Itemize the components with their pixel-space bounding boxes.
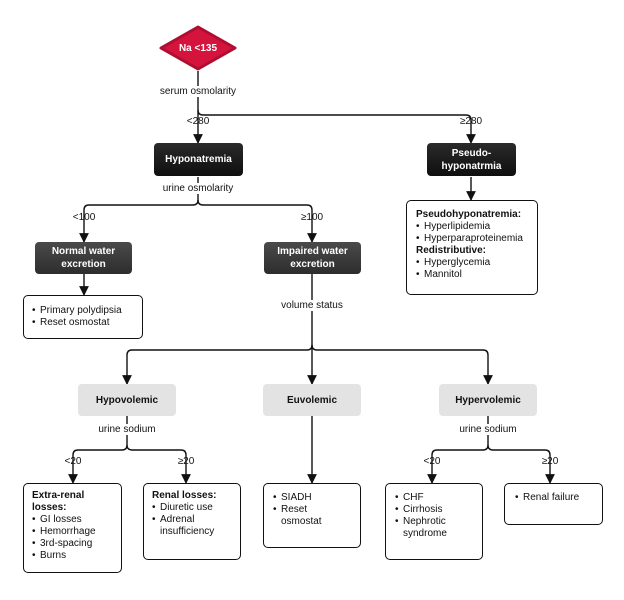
edge-label-lt20-hyper: <20: [423, 456, 441, 467]
list-item: Hyperlipidemia: [416, 221, 528, 233]
decision-diamond-shape: [159, 25, 237, 71]
list-item: Cirrhosis: [395, 504, 473, 516]
box-hypervolemic-low-na: CHF Cirrhosis Nephrotic syndrome: [385, 483, 483, 560]
edge-label-ge20-hypo: ≥20: [177, 456, 195, 467]
list-item: Reset osmostat: [273, 504, 351, 528]
list-item: Nephrotic syndrome: [395, 516, 473, 540]
edge-label-ge100: ≥100: [300, 212, 324, 223]
list-item: CHF: [395, 492, 473, 504]
node-pseudo-label-line1: Pseudo-: [451, 147, 492, 159]
node-pseudo-label-line2: hyponatrmia: [441, 160, 502, 172]
node-hypovolemic: Hypovolemic: [78, 384, 176, 416]
list-item: Reset osmostat: [32, 317, 134, 329]
edge-label-urine-sodium-hyper: urine sodium: [457, 424, 519, 435]
list-item-line: insufficiency: [160, 526, 215, 537]
node-hypovolemic-label: Hypovolemic: [95, 394, 159, 406]
edge-label-volume-status: volume status: [279, 300, 345, 311]
list-item-line: syndrome: [403, 528, 447, 539]
euvolemic-list: SIADH Reset osmostat: [273, 492, 351, 528]
extra-renal-heading-line2: losses:: [32, 502, 67, 513]
pseudo-list: Hyperlipidemia Hyperparaproteinemia: [416, 221, 528, 245]
box-extra-renal-losses: Extra-renal losses: GI losses Hemorrhage…: [23, 483, 122, 573]
edge-label-serum-osmolarity: serum osmolarity: [157, 86, 239, 97]
box-renal-losses: Renal losses: Diuretic use Adrenal insuf…: [143, 483, 241, 560]
edge-label-urine-osmolarity: urine osmolarity: [160, 183, 236, 194]
extra-renal-heading-line1: Extra-renal: [32, 490, 85, 501]
edge-label-lt100: <100: [72, 212, 96, 223]
list-item: 3rd-spacing: [32, 538, 113, 550]
list-item: Diuretic use: [152, 502, 232, 514]
node-hypervolemic-label: Hypervolemic: [455, 394, 521, 406]
hyper-high-list: Renal failure: [515, 492, 592, 504]
node-normal-water-line2: excretion: [61, 259, 106, 270]
node-hypervolemic: Hypervolemic: [439, 384, 537, 416]
pseudo-heading: Pseudohyponatremia:: [416, 209, 522, 220]
edge-label-ge280: ≥280: [459, 116, 483, 127]
list-item: GI losses: [32, 514, 113, 526]
list-item-line: osmostat: [281, 516, 322, 527]
node-hyponatremia-label: Hyponatremia: [165, 154, 232, 165]
node-impaired-water-line2: excretion: [290, 259, 335, 270]
normal-causes-list: Primary polydipsia Reset osmostat: [32, 305, 134, 329]
edge-label-urine-sodium-hypo: urine sodium: [96, 424, 158, 435]
list-item: Mannitol: [416, 269, 528, 281]
start-label: Na <135: [178, 42, 218, 54]
list-item-line: Nephrotic: [403, 516, 446, 527]
edge-label-lt20-hypo: <20: [64, 456, 82, 467]
redistributive-list: Hyperglycemia Mannitol: [416, 257, 528, 281]
edge-label-lt280: <280: [186, 116, 210, 127]
start-decision-diamond: Na <135: [157, 25, 239, 71]
list-item: Hyperparaproteinemia: [416, 233, 528, 245]
node-impaired-water-excretion: Impaired water excretion: [264, 242, 361, 274]
box-normal-water-causes: Primary polydipsia Reset osmostat: [23, 295, 143, 339]
list-item: Adrenal insufficiency: [152, 514, 232, 538]
extra-renal-list: GI losses Hemorrhage 3rd-spacing Burns: [32, 514, 113, 562]
renal-losses-heading: Renal losses:: [152, 490, 217, 501]
renal-losses-list: Diuretic use Adrenal insufficiency: [152, 502, 232, 538]
node-impaired-water-line1: Impaired water: [277, 246, 348, 257]
list-item: Renal failure: [515, 492, 592, 504]
redistributive-heading: Redistributive:: [416, 245, 487, 256]
node-normal-water-line1: Normal water: [51, 246, 116, 257]
list-item-line: Adrenal: [160, 514, 195, 525]
edge-label-ge20-hyper: ≥20: [541, 456, 559, 467]
node-hyponatremia: Hyponatremia: [154, 143, 243, 176]
list-item: Burns: [32, 550, 113, 562]
list-item: Hyperglycemia: [416, 257, 528, 269]
hyper-low-list: CHF Cirrhosis Nephrotic syndrome: [395, 492, 473, 540]
node-pseudo-hyponatremia: Pseudo- hyponatrmia: [427, 143, 516, 176]
node-euvolemic-label: Euvolemic: [286, 394, 338, 406]
list-item: SIADH: [273, 492, 351, 504]
list-item: Hemorrhage: [32, 526, 113, 538]
box-euvolemic-causes: SIADH Reset osmostat: [263, 483, 361, 548]
box-pseudo-causes: Pseudohyponatremia: Hyperlipidemia Hyper…: [406, 200, 538, 295]
list-item-line: Reset: [281, 504, 308, 515]
list-item: Primary polydipsia: [32, 305, 134, 317]
node-normal-water-excretion: Normal water excretion: [35, 242, 132, 274]
node-euvolemic: Euvolemic: [263, 384, 361, 416]
box-hypervolemic-high-na: Renal failure: [504, 483, 603, 525]
